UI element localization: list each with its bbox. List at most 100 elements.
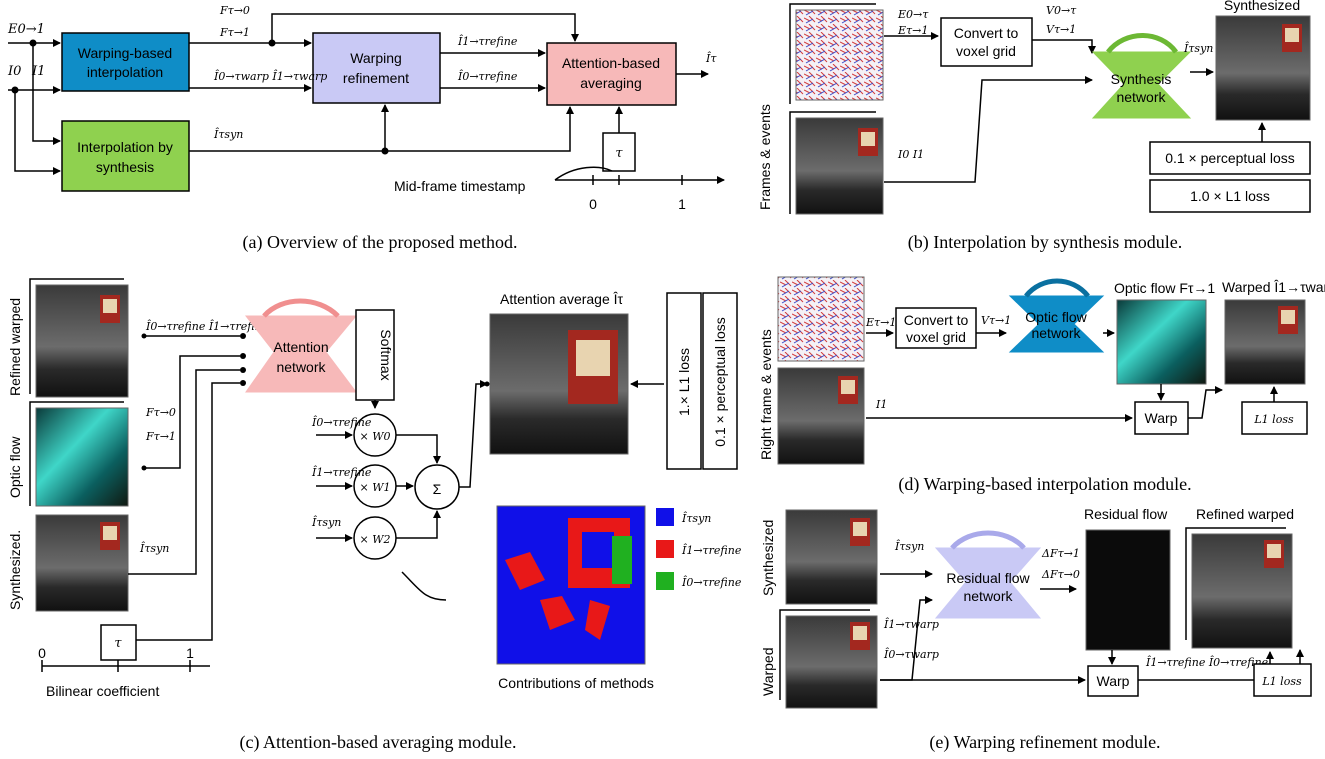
- b-v0-label: V0→τ: [1046, 4, 1077, 17]
- caption-a: (a) Overview of the proposed method.: [243, 232, 518, 253]
- c-sum-label: Σ: [433, 481, 442, 497]
- panel-e: Synthesized Warped Îτsyn Î1→τwarp Î0→τwa…: [760, 506, 1312, 753]
- a-ref0-label: Î0→τrefine: [457, 69, 518, 83]
- d-i-label: I1: [875, 398, 887, 411]
- tau-box: [602, 132, 636, 172]
- d-frame-image: [777, 367, 865, 465]
- attention-averaging-box: [546, 42, 677, 106]
- d-event-image: [777, 276, 865, 362]
- e-df1-label: ΔFτ→1: [1041, 547, 1080, 560]
- c-s-label: Îτsyn: [311, 515, 341, 529]
- b-perceptual-loss-box: [1149, 141, 1311, 175]
- c-legend-ref0-swatch: [656, 572, 674, 590]
- b-loss1-label: 0.1 × perceptual loss: [1165, 150, 1295, 166]
- e-label-warped: Warped: [760, 647, 776, 696]
- tau-label: τ: [615, 146, 623, 161]
- d-warped-label: Warped Î1→τwarp: [1222, 279, 1325, 295]
- a-syn-label: Îτsyn: [213, 127, 243, 141]
- c-w2-label: × W2: [359, 533, 390, 546]
- c-loss1-label: 1.× L1 loss: [676, 348, 692, 416]
- d-warp-box: [1134, 401, 1189, 435]
- a-ref1-label: Î1→τrefine: [457, 34, 518, 48]
- c-tau-box: [100, 624, 137, 661]
- e-loss-box: [1253, 663, 1312, 697]
- caption-d: (d) Warping-based interpolation module.: [898, 474, 1191, 495]
- b-v1-label: Vτ→1: [1046, 23, 1076, 36]
- e-warp-label: Warp: [1097, 673, 1130, 689]
- c-softmax-label: Softmax: [378, 329, 394, 380]
- warping-refinement-box: [312, 32, 441, 104]
- a-tick-0: 0: [589, 196, 597, 212]
- c-f1-label: Fτ→1: [145, 430, 176, 443]
- a-ftau1-label: Fτ→1: [219, 26, 250, 39]
- e-refined-label: Refined warped: [1196, 506, 1294, 522]
- c-contribution-map: [496, 505, 646, 665]
- e-ref-label: Î1→τrefine Î0→τrefine: [1145, 655, 1269, 669]
- c-label-synth: Synthesized.: [7, 530, 23, 610]
- c-flow-image: [35, 407, 129, 507]
- c-l1-loss-box: [666, 292, 702, 470]
- b-syn-label: Îτsyn: [1183, 41, 1213, 55]
- a-warp-label: Î0→τwarp Î1→τwarp: [213, 69, 327, 83]
- d-flow-image: [1116, 299, 1207, 385]
- d-flow-label: Optic flow Fτ→1: [1114, 280, 1215, 296]
- input-i0-label: I0: [7, 64, 21, 79]
- c-tau-label: τ: [114, 636, 122, 651]
- e-loss-label: L1 loss: [1261, 675, 1302, 688]
- input-i1-label: I1: [31, 64, 45, 79]
- caption-e: (e) Warping refinement module.: [929, 732, 1160, 753]
- e-residual-label: Residual flow: [1084, 506, 1168, 522]
- c-refpair-label: Î0→τrefine Î1→τrefine: [145, 319, 269, 333]
- e-warp-box: [1087, 665, 1139, 697]
- e-w1-label: Î1→τwarp: [883, 617, 939, 631]
- c-r0-label: Î0→τrefine: [311, 415, 372, 429]
- caption-c: (c) Attention-based averaging module.: [240, 732, 517, 753]
- b-side-label: Frames & events: [757, 104, 773, 210]
- c-label-flow: Optic flow: [7, 436, 23, 498]
- c-w0-label: × W0: [359, 430, 390, 443]
- c-f0-label: Fτ→0: [145, 406, 176, 419]
- c-label-refined: Refined warped: [7, 298, 23, 396]
- input-e01-label: E0→1: [7, 22, 45, 37]
- a-ftau0-label: Fτ→0: [219, 4, 250, 17]
- b-synthesis-network: [1091, 51, 1192, 119]
- e-w0-label: Î0→τwarp: [883, 647, 939, 661]
- b-loss2-label: 1.0 × L1 loss: [1190, 188, 1270, 204]
- d-loss-label: L1 loss: [1253, 413, 1294, 426]
- b-i-label: I0 I1: [897, 148, 924, 161]
- a-tick-1: 1: [678, 196, 686, 212]
- b-e0-label: E0→τ: [897, 8, 929, 21]
- panel-c: Refined warped Optic flow Synthesized. Î…: [7, 278, 742, 753]
- d-flow-network: [1008, 295, 1105, 353]
- c-softmax-box: [355, 309, 395, 401]
- timestamp-label: Mid-frame timestamp: [394, 178, 526, 194]
- c-w1-label: × W1: [359, 481, 390, 494]
- c-contrib-label: Contributions of methods: [498, 675, 654, 691]
- caption-b: (b) Interpolation by synthesis module.: [908, 232, 1182, 253]
- c-legend-syn-swatch: [656, 508, 674, 526]
- e-warped-image: [785, 615, 878, 709]
- c-r1-label: Î1→τrefine: [311, 465, 372, 479]
- c-legend-0: Îτsyn: [681, 511, 711, 525]
- c-perceptual-loss-box: [702, 292, 738, 470]
- e-label-synth: Synthesized: [760, 520, 776, 596]
- b-l1-loss-box: [1149, 179, 1311, 213]
- d-convert-box: [895, 307, 977, 349]
- e-refined-image: [1191, 533, 1293, 649]
- warping-interpolation-box: [61, 32, 190, 92]
- b-e1-label: Eτ→1: [897, 24, 928, 37]
- c-tick-1: 1: [186, 645, 194, 661]
- b-top-label: Synthesized: [1224, 0, 1300, 13]
- c-legend-ref1-swatch: [656, 540, 674, 558]
